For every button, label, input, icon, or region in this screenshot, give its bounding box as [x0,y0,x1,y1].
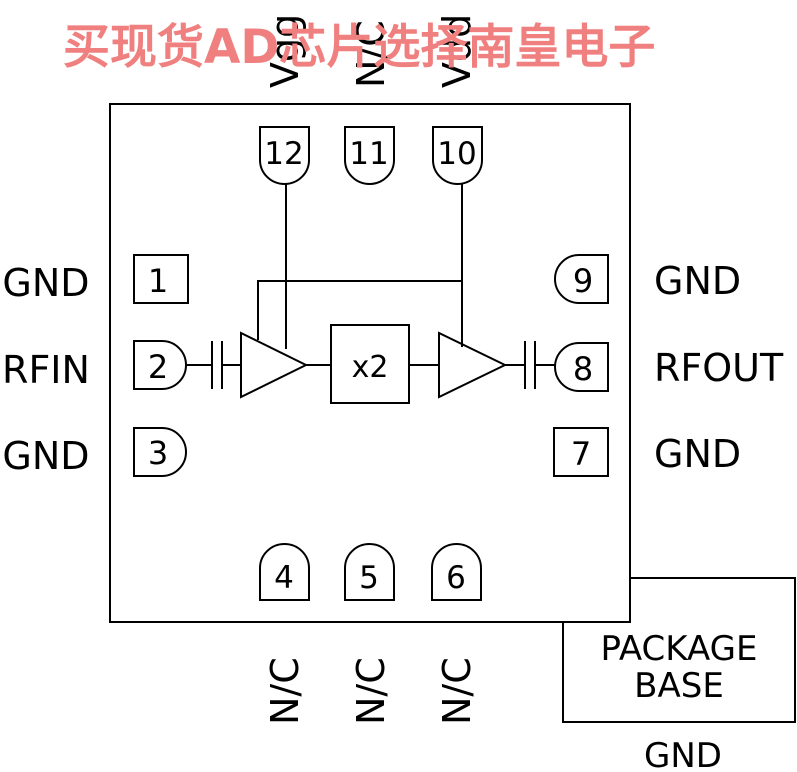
pin-11-pad [344,126,395,185]
pin-4-pad [259,543,310,601]
ic-body [109,103,631,623]
pin-2-pad [133,340,187,390]
pin-8-pad [554,342,609,392]
pin-12-name: Vgg [263,14,307,88]
pin-12-number: 12 [264,136,303,172]
pin-10-number: 10 [437,136,476,172]
pin-4-number: 4 [274,560,294,596]
input-amplifier-symbol [240,331,309,399]
package-base-line1: PACKAGE [601,629,758,669]
pin-10-pad [432,126,483,185]
pin-5-pad [344,543,395,601]
pin-1-pad [133,254,189,304]
pin-3-number: 3 [148,434,168,472]
pin-5-number: 5 [359,560,379,596]
pin-11-name: N/C [349,20,393,88]
pin-10-name: Vdd [435,14,479,88]
multiplier-label: x2 [352,350,389,385]
pin-2-name: RFIN [2,348,90,392]
pin-4-name: N/C [263,657,307,725]
pin-1-name: GND [2,261,89,305]
pin-3-name: GND [2,434,89,478]
pin-8-number: 8 [573,350,593,388]
pin-7-pad [553,427,609,477]
pin-9-number: 9 [573,262,593,300]
vdd-to-input-amp-trace [257,280,462,340]
pin-7-number: 7 [571,435,591,473]
pin-2-number: 2 [148,348,168,386]
pin-6-pad [431,543,482,601]
pin-12-pad [259,126,310,185]
package-base-outline [562,577,796,723]
pin-9-name: GND [654,259,741,303]
pin-7-name: GND [654,432,741,476]
pin-6-number: 6 [446,560,466,596]
pin-8-name: RFOUT [654,346,784,390]
watermark-text: 买现货AD芯片选择南皇电子 [63,20,655,75]
pin-9-pad [554,254,609,304]
pin-11-number: 11 [349,136,388,172]
pin-5-name: N/C [349,657,393,725]
output-amplifier-symbol [438,331,508,399]
pin-6-name: N/C [435,657,479,725]
pin-3-pad [133,427,187,477]
package-base-line2: BASE [634,666,724,706]
pin-1-number: 1 [148,262,168,300]
package-base-gnd-label: GND [644,736,722,772]
